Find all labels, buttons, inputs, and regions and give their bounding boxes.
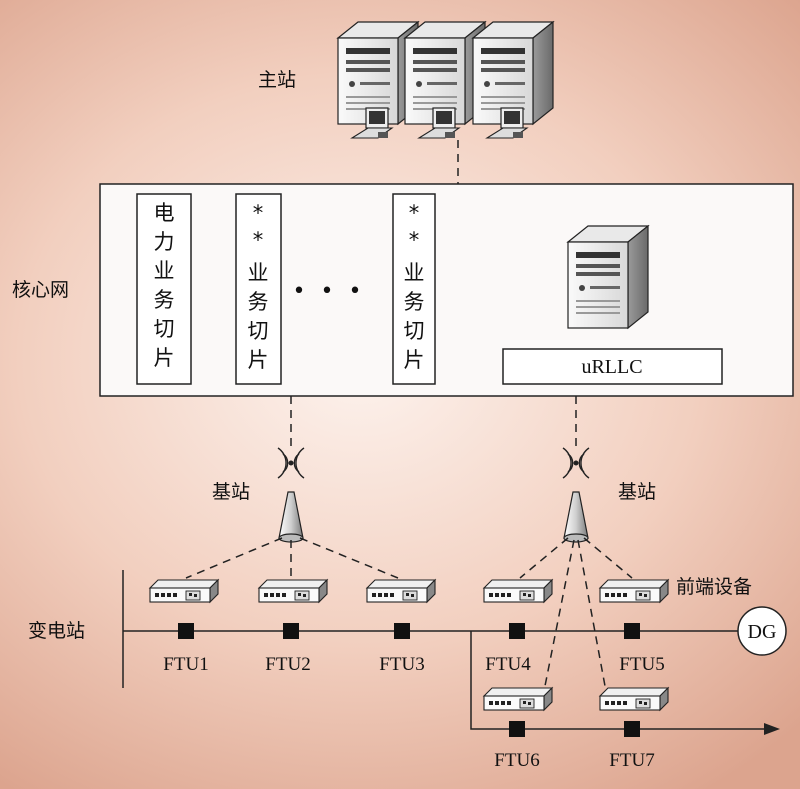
urllc-box [502,348,723,385]
slice-char: 片 [248,348,269,372]
ftu-label: FTU6 [494,750,539,771]
slice-char: 务 [154,288,175,312]
master-station-label: 主站 [258,69,296,91]
right-wireless-links [519,537,633,687]
power-service-slice: 电 力 业 务 切 片 [136,193,192,385]
base-station-right-label: 基站 [618,481,656,503]
urllc-label: uRLLC [581,356,642,378]
front-end-device-label: 前端设备 [676,576,752,598]
slice-char: 切 [154,317,175,341]
core-network-label: 核心网 [12,279,69,301]
ftu-label: FTU1 [163,654,208,675]
slice-char: 力 [154,230,175,254]
front-end-device-icon [599,687,669,711]
front-end-device-icon [483,579,553,603]
slice-char: * [409,228,420,252]
master-station-servers [338,22,553,138]
front-end-device-icon [366,579,436,603]
generic-service-slice-b: * * 业 务 切 片 [392,193,436,385]
slice-char: 业 [404,261,425,285]
more-slices-ellipsis: • • • [293,279,366,304]
ftu-label: FTU2 [265,654,310,675]
substation-label: 变电站 [28,620,85,642]
front-end-device-icon [483,687,553,711]
slice-char: 业 [248,261,269,285]
base-station-right-icon [562,447,590,543]
slice-char: * [253,228,264,252]
dg-label: DG [748,621,777,643]
slice-char: 务 [404,290,425,314]
slice-char: 片 [404,348,425,372]
slice-char: 务 [248,290,269,314]
slice-char: 电 [154,201,175,225]
dg-circle [737,606,787,656]
slice-char: 业 [154,259,175,283]
urllc-server-icon [567,225,649,329]
front-end-device-icon [258,579,328,603]
feeder-arrow-icon [764,723,780,735]
front-end-device-icon [149,579,219,603]
generic-service-slice-a: * * 业 务 切 片 [235,193,282,385]
ftu-label: FTU5 [619,654,664,675]
base-station-left-label: 基站 [212,481,250,503]
ftu-label: FTU7 [609,750,654,771]
slice-char: 片 [154,346,175,370]
slice-char: 切 [248,319,269,343]
branch-feeder-line [470,631,770,730]
ftu-markers [178,623,640,737]
front-end-device-icon [599,579,669,603]
base-station-left-icon [277,447,305,543]
ftu-label: FTU4 [485,654,531,675]
slice-char: * [253,201,264,225]
slice-char: 切 [404,319,425,343]
left-wireless-links [185,537,399,579]
slice-char: * [409,201,420,225]
ftu-label: FTU3 [379,654,424,675]
